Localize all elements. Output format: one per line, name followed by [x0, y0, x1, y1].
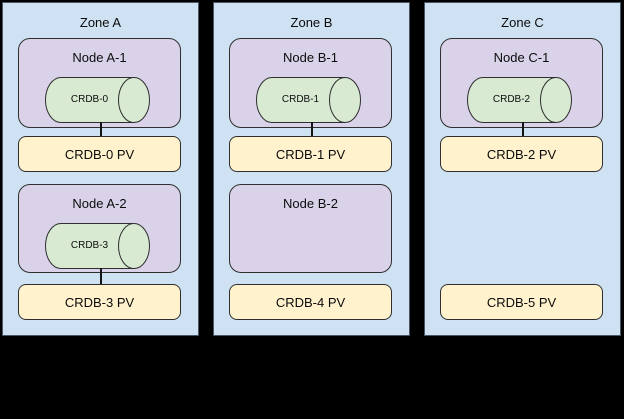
connector-line [522, 122, 524, 136]
cylinder-label: CRDB-1 [281, 94, 320, 105]
cylinder-label: CRDB-2 [492, 94, 531, 105]
pv-crdb-2: CRDB-2 PV [440, 136, 603, 172]
node-a-1-label: Node A-1 [72, 50, 127, 65]
connector-line [100, 268, 102, 284]
node-b-2: Node B-2 [229, 184, 392, 273]
pv-label: CRDB-2 PV [486, 146, 557, 162]
zone-a-title: Zone A [79, 15, 122, 30]
database-cylinder-icon: CRDB-1 [256, 77, 361, 123]
pv-label: CRDB-1 PV [275, 146, 346, 162]
database-cylinder-icon: CRDB-2 [467, 77, 572, 123]
node-b-1-label: Node B-1 [283, 50, 338, 65]
node-b-2-label: Node B-2 [283, 196, 338, 211]
pv-label: CRDB-3 PV [64, 294, 135, 310]
database-cylinder-icon: CRDB-3 [45, 223, 150, 269]
database-cylinder-icon: CRDB-0 [45, 77, 150, 123]
pv-crdb-5: CRDB-5 PV [440, 284, 603, 320]
pv-label: CRDB-5 PV [486, 294, 557, 310]
pv-label: CRDB-4 PV [275, 294, 346, 310]
node-a-1: Node A-1 CRDB-0 [18, 38, 181, 128]
node-c-1-label: Node C-1 [493, 50, 550, 65]
zone-c: Zone C Node C-1 CRDB-2 CRDB-2 PV CRDB-5 … [424, 2, 621, 336]
pv-crdb-0: CRDB-0 PV [18, 136, 181, 172]
node-a-2: Node A-2 CRDB-3 [18, 184, 181, 273]
zone-a: Zone A Node A-1 CRDB-0 CRDB-0 PV Node A-… [2, 2, 199, 336]
zone-b: Zone B Node B-1 CRDB-1 CRDB-1 PV Node B-… [213, 2, 410, 336]
node-a-2-label: Node A-2 [72, 196, 127, 211]
cylinder-label: CRDB-3 [70, 240, 109, 251]
pv-label: CRDB-0 PV [64, 146, 135, 162]
node-b-1: Node B-1 CRDB-1 [229, 38, 392, 128]
zone-b-title: Zone B [290, 15, 333, 30]
connector-line [311, 122, 313, 136]
cylinder-label: CRDB-0 [70, 94, 109, 105]
pv-crdb-4: CRDB-4 PV [229, 284, 392, 320]
connector-line [100, 122, 102, 136]
pv-crdb-3: CRDB-3 PV [18, 284, 181, 320]
node-c-1: Node C-1 CRDB-2 [440, 38, 603, 128]
pv-crdb-1: CRDB-1 PV [229, 136, 392, 172]
zone-c-title: Zone C [501, 15, 544, 30]
